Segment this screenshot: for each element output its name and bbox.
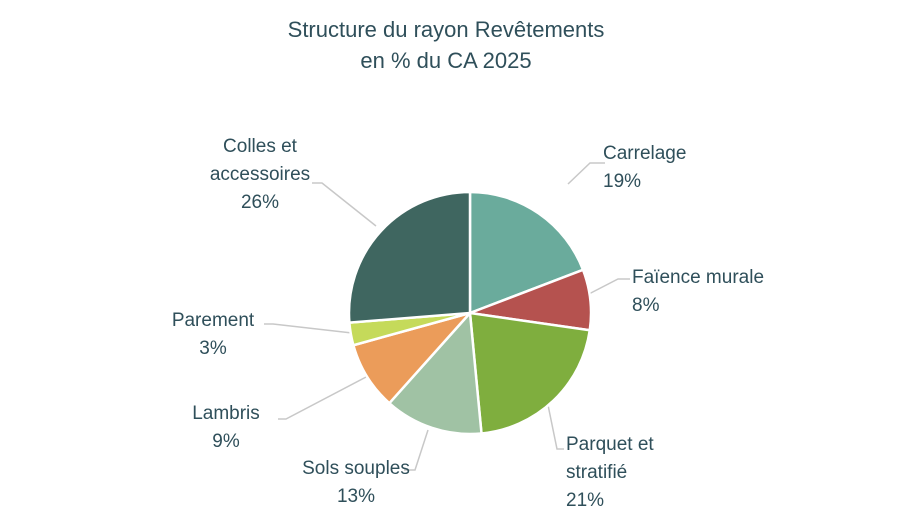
slice-label-name: Parquet et — [566, 434, 654, 455]
slice-label-value: 19% — [603, 171, 642, 192]
slice-label-value: 13% — [336, 486, 376, 507]
pie-slices — [347, 190, 593, 436]
pie-slice-4 — [388, 311, 483, 436]
leader-line-3 — [547, 404, 564, 450]
slice-label-6: Parement 3% — [158, 307, 268, 363]
pie-slice-3 — [468, 311, 592, 435]
leader-lines — [264, 162, 630, 471]
leader-line-6 — [264, 323, 353, 334]
slice-label-3: Parquet et stratifié 21% — [566, 431, 654, 515]
pie-slice-7 — [347, 190, 472, 324]
leader-line-7 — [312, 182, 377, 227]
slice-label-name: Colles et — [223, 136, 297, 157]
slice-label-2: Faïence murale 8% — [632, 264, 764, 320]
slice-label-7: Colles et accessoires 26% — [180, 133, 340, 217]
slice-label-name: accessoires — [209, 164, 311, 185]
slice-label-name: Lambris — [192, 403, 260, 424]
leader-line-4 — [404, 429, 429, 471]
slice-label-value: 26% — [240, 192, 280, 213]
chart-title-line-2: en % du CA 2025 — [360, 48, 532, 73]
slice-label-5: Lambris 9% — [176, 400, 276, 456]
slice-label-name: Carrelage — [603, 143, 687, 164]
slice-label-value: 21% — [566, 490, 605, 511]
slice-label-value: 8% — [632, 295, 660, 316]
slice-label-value: 9% — [212, 431, 240, 452]
pie-slice-1 — [468, 190, 585, 315]
slice-label-4: Sols souples 13% — [281, 455, 431, 511]
leader-line-2 — [584, 278, 630, 297]
slice-label-name: Parement — [171, 310, 255, 331]
slice-label-value: 3% — [199, 338, 227, 359]
leader-line-5 — [278, 375, 369, 420]
slice-label-1: Carrelage 19% — [603, 140, 686, 196]
slice-label-name: stratifié — [566, 462, 628, 483]
leader-line-1 — [567, 162, 605, 185]
slice-label-name: Faïence murale — [632, 267, 765, 288]
slice-label-name: Sols souples — [302, 458, 410, 479]
chart-title-line-1: Structure du rayon Revêtements — [287, 17, 605, 42]
